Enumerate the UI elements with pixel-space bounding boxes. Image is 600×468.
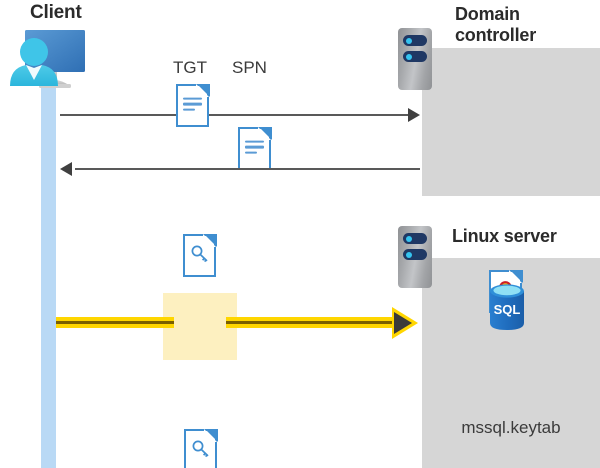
server-rack-icon-domain-controller bbox=[398, 28, 432, 90]
sql-database-label: SQL bbox=[494, 302, 521, 317]
request-arrow-head bbox=[408, 108, 420, 122]
workstation-user-icon bbox=[4, 24, 96, 96]
document-icon-tgt bbox=[176, 83, 210, 127]
document-text-lines bbox=[183, 97, 202, 114]
auth-arrow-segment-right bbox=[226, 317, 401, 328]
rack-bar bbox=[403, 51, 427, 62]
request-arrow-line bbox=[60, 114, 415, 116]
page-title-linux-server: Linux server bbox=[452, 226, 557, 246]
rack-led bbox=[406, 251, 412, 258]
domain-controller-panel bbox=[422, 48, 600, 196]
document-icon-spn bbox=[238, 126, 272, 170]
spn-label: SPN bbox=[232, 58, 267, 77]
auth-arrow-segment-left bbox=[56, 317, 174, 328]
rack-bar bbox=[403, 233, 427, 244]
key-document-icon-response bbox=[183, 233, 217, 277]
server-rack-icon-linux-server bbox=[398, 226, 432, 288]
sql-database-icon: SQL bbox=[487, 283, 527, 333]
document-text-lines bbox=[245, 140, 264, 157]
page-title-domain-controller: Domain controller bbox=[455, 4, 537, 46]
tgt-label: TGT bbox=[173, 58, 207, 77]
rack-led bbox=[406, 235, 412, 242]
client-lifeline bbox=[41, 84, 56, 468]
rack-bar bbox=[403, 35, 427, 46]
rack-led bbox=[406, 53, 412, 60]
response-arrow-line bbox=[75, 168, 420, 170]
key-icon bbox=[189, 244, 211, 269]
rack-bar bbox=[403, 249, 427, 260]
highlight-box bbox=[163, 293, 237, 360]
rack-led bbox=[406, 37, 412, 44]
auth-arrow-head-inner bbox=[394, 312, 412, 334]
key-document-icon-auth bbox=[184, 428, 218, 468]
page-title-client: Client bbox=[30, 2, 82, 23]
response-arrow-head bbox=[60, 162, 72, 176]
keytab-file-label: mssql.keytab bbox=[461, 418, 561, 437]
key-icon bbox=[190, 439, 212, 464]
